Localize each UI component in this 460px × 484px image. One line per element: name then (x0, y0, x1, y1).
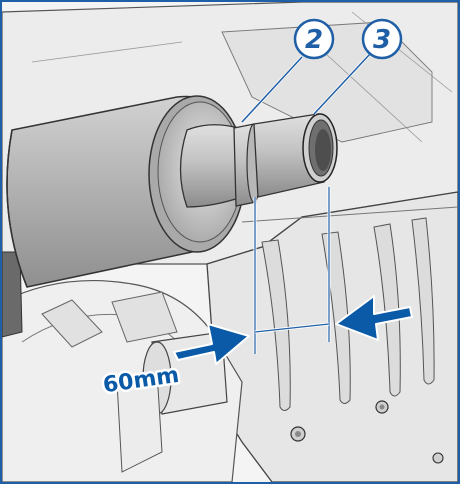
suspension-bracket (41, 299, 103, 348)
callout-3-leader (313, 53, 371, 115)
dimension-line (254, 323, 330, 333)
callout-3: 3 (361, 18, 403, 60)
callout-2-leader (241, 56, 303, 123)
bolt-2 (375, 400, 389, 414)
axle-cylinder (116, 331, 228, 473)
dimension-arrow-right (335, 295, 413, 341)
shield-edge (241, 206, 458, 223)
bolt-3 (432, 452, 444, 464)
callout-2-number: 2 (305, 25, 323, 55)
shield-ribs (261, 217, 435, 411)
left-strut (2, 251, 23, 338)
callout-3-number: 3 (373, 25, 391, 55)
suspension-bracket-2 (111, 291, 178, 343)
tailpipe (253, 113, 338, 198)
pipe-flare (179, 124, 243, 208)
callout-2: 2 (293, 18, 335, 60)
dimension-arrow-left (173, 323, 250, 365)
bolt-1 (290, 426, 306, 442)
